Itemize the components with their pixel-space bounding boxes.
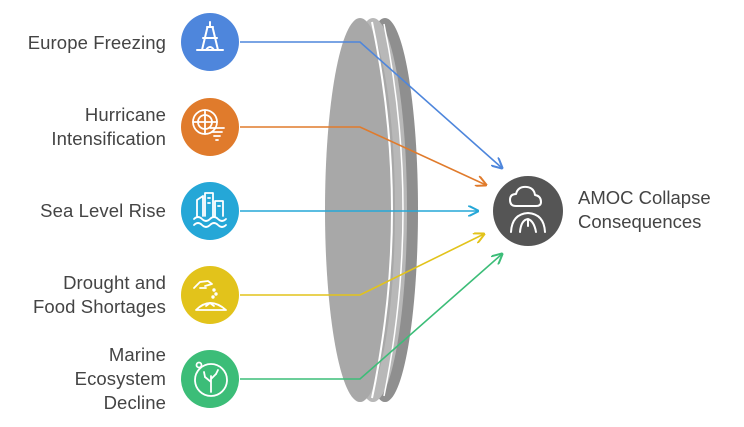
lens [325,18,418,402]
europe-node [181,13,239,71]
marine-node [181,350,239,408]
label-amoc-collapse-consequences: AMOC Collapse Consequences [578,187,711,232]
label-hurricane-intensification: Hurricane Intensification [51,104,166,149]
label-sea-level-rise: Sea Level Rise [40,200,166,221]
eiffel-tower-icon [196,21,224,51]
sealevel-node [181,182,239,240]
coral-icon [194,361,228,397]
radar-tornado-icon [192,109,225,141]
dry-soil-hand-icon [193,280,227,311]
output-node [493,176,563,246]
hurricane-node [181,98,239,156]
connectors [240,41,502,380]
connector-drought [240,234,484,296]
label-drought-food-shortages: Drought and Food Shortages [32,272,166,317]
connector-europe [240,41,502,168]
label-marine-ecosystem-decline: Marine Ecosystem Decline [74,344,166,413]
cloud-globe-icon [509,185,546,233]
drought-node [181,266,239,324]
connector-hurricane [240,126,486,185]
flooded-city-icon [193,192,227,228]
label-europe-freezing: Europe Freezing [27,32,166,53]
connector-marine [240,254,502,380]
